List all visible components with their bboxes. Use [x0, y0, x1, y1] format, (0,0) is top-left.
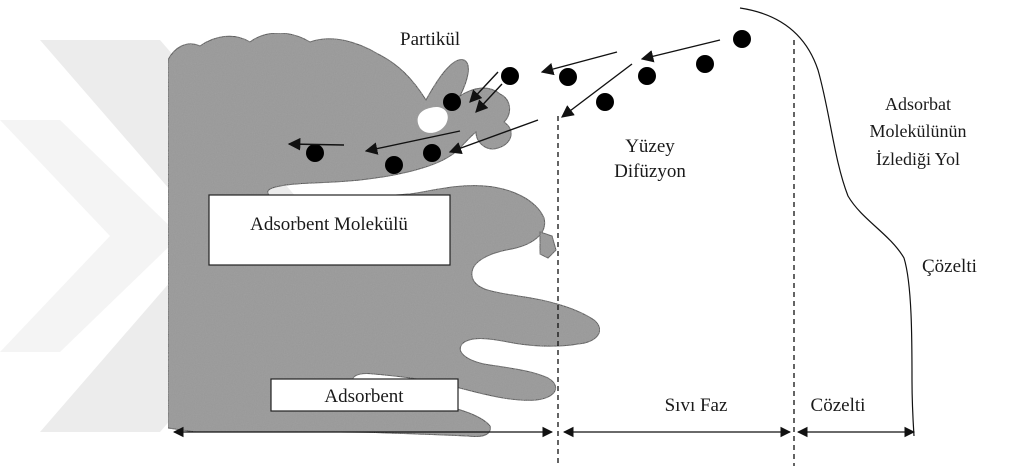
molecule-dot [385, 156, 403, 174]
adsorbent-molecule-box: Adsorbent Molekülü [209, 195, 450, 265]
molecule-dot [733, 30, 751, 48]
adsorbate-path-line-3: İzlediği Yol [876, 149, 960, 169]
particle-label: Partikül [400, 29, 460, 50]
molecule-dot [696, 55, 714, 73]
diffusion-arrow [542, 52, 617, 72]
molecule-dot [423, 144, 441, 162]
adsorbate-path-line-1: Adsorbat [885, 94, 951, 114]
diffusion-arrow [289, 144, 344, 145]
surface-diffusion-line-1: Yüzey [625, 136, 675, 157]
surface-diffusion-line-2: Difüzyon [614, 161, 686, 182]
adsorbent-box: Adsorbent [271, 379, 458, 411]
molecule-dot [443, 93, 461, 111]
molecule-dot [501, 67, 519, 85]
adsorbent-molecule-label: Adsorbent Molekülü [250, 214, 408, 235]
molecule-dot [559, 68, 577, 86]
adsorbate-path-curve [740, 8, 914, 436]
solution-label-upper: Çözelti [922, 256, 977, 277]
adsorbate-path-line-2: Molekülünün [870, 121, 967, 141]
adsorbent-label: Adsorbent [324, 386, 404, 407]
molecule-dot [596, 93, 614, 111]
molecule-dot [638, 67, 656, 85]
molecule-dot [306, 144, 324, 162]
solution-label-lower: Cözelti [811, 395, 866, 416]
liquid-phase-label: Sıvı Faz [665, 395, 728, 416]
adsorbent-fragment [540, 232, 556, 258]
